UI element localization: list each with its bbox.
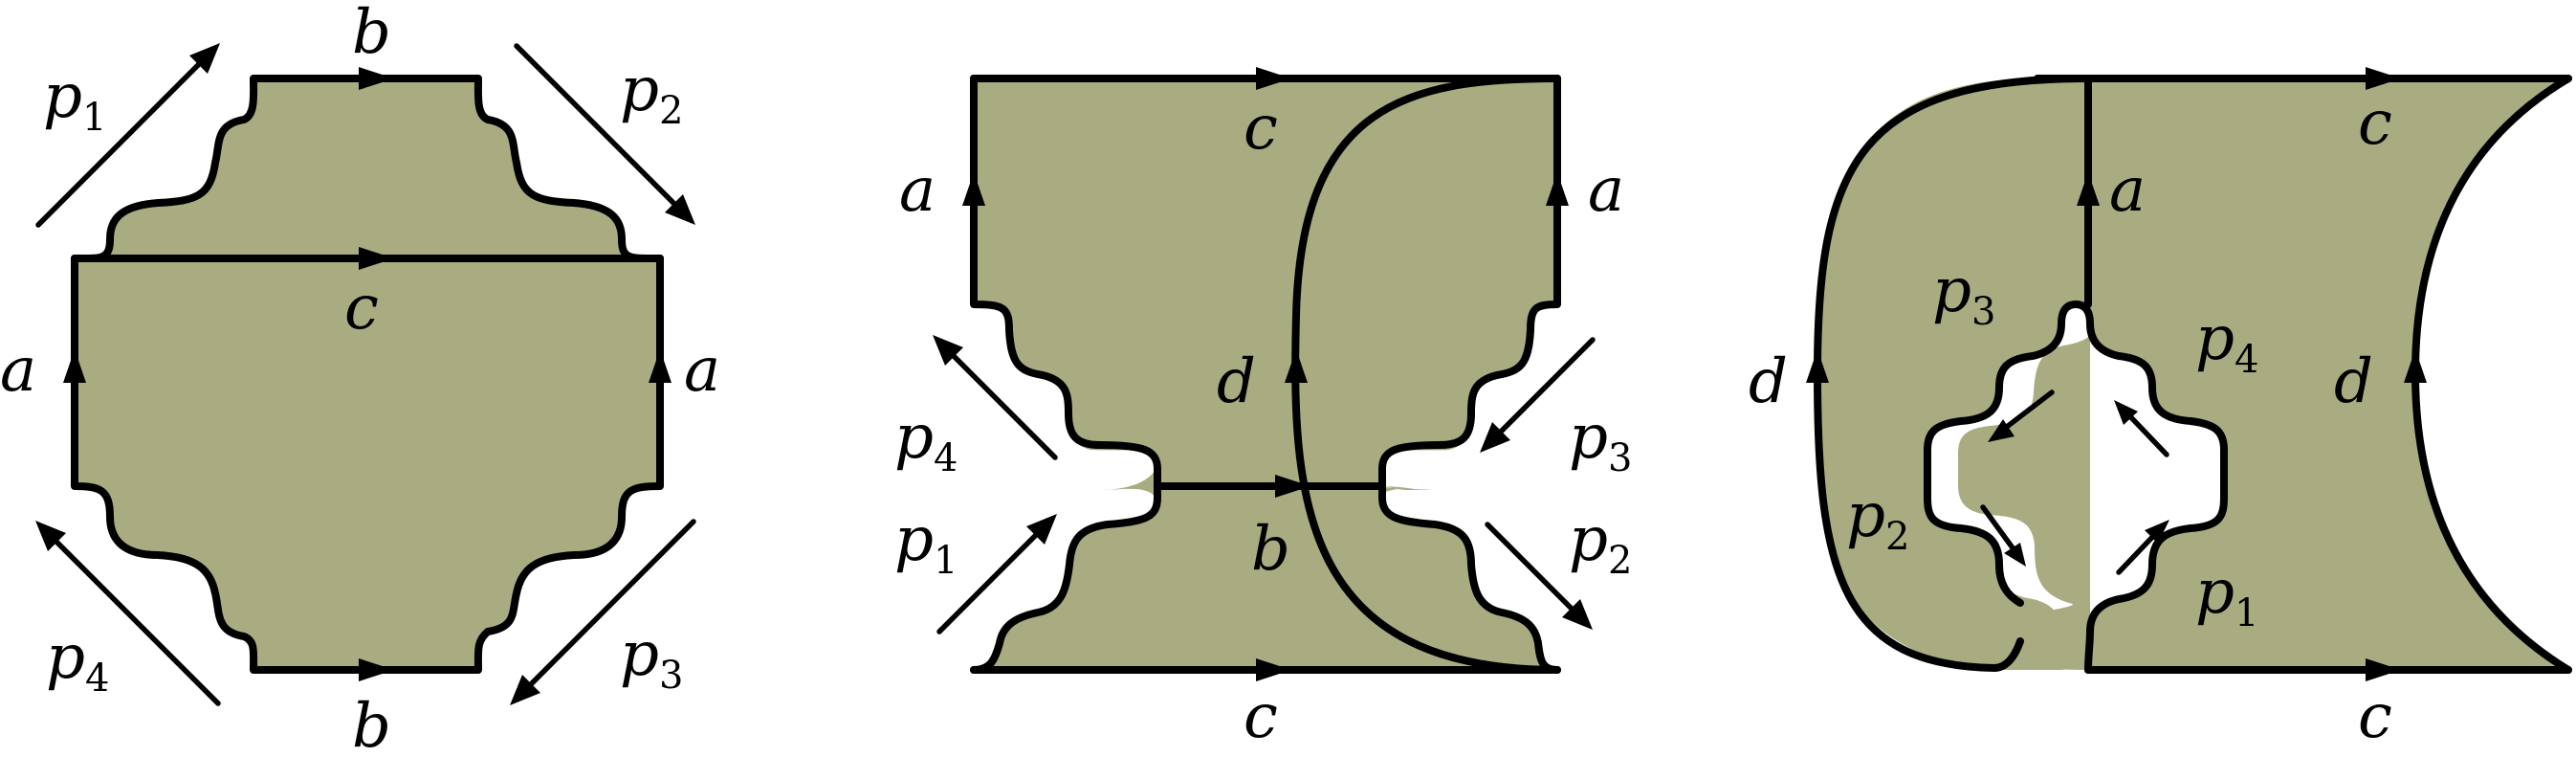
panel-2-label-d: d — [1217, 346, 1256, 417]
panel-3-boundary-left — [1814, 75, 2092, 672]
panel-3-arrow-c-top — [2366, 67, 2401, 90]
panel-1-label-b-top: b — [352, 0, 391, 68]
panel-1-label-b-bottom: b — [352, 691, 391, 757]
panel-2-label-c-top: c — [1244, 93, 1278, 164]
panel-1-arrow-a-left — [63, 349, 86, 383]
panel-1-label-p2: p2 — [620, 55, 683, 133]
panel-1-label-p1: p1 — [43, 61, 106, 140]
panel-2-square: c c a a d b p4 p1 p3 p2 — [894, 67, 1632, 752]
panel-1-arrow-b-bottom — [359, 658, 394, 681]
panel-2-label-p2: p2 — [1569, 504, 1632, 583]
panel-1-label-p4: p4 — [46, 622, 109, 701]
panel-3-arrow-c-bottom — [2366, 658, 2401, 681]
panel-3-label-a: a — [2109, 155, 2146, 226]
panel-2-label-c-bottom: c — [1244, 681, 1278, 752]
panel-2-arrow-a-right — [1546, 172, 1569, 206]
panel-2-label-p4: p4 — [894, 402, 958, 480]
panel-2-label-a-right: a — [1588, 155, 1624, 226]
panel-1-label-a-left: a — [0, 335, 36, 406]
panel-2-arrow-c-top — [1256, 67, 1291, 90]
panel-3-label-p4: p4 — [2195, 303, 2258, 382]
panel-1-label-a-right: a — [684, 335, 720, 406]
panel-3-label-d-left: d — [1749, 346, 1788, 417]
panel-3-label-p3: p3 — [1932, 256, 1995, 334]
panel-3-label-c-top: c — [2358, 88, 2392, 159]
panel-1-region — [75, 78, 660, 670]
panel-1-arrow-a-right — [649, 349, 672, 383]
panel-1-label-p3: p3 — [620, 619, 683, 698]
panel-1-label-c: c — [344, 273, 379, 344]
panel-3-label-p1: p1 — [2195, 557, 2258, 635]
panel-1-puncture-arrows — [35, 43, 696, 706]
panel-2-arrow-c-bottom — [1256, 658, 1291, 681]
panel-2-label-p1: p1 — [894, 504, 958, 583]
panel-3-arrow-a — [2077, 172, 2100, 206]
panel-2-label-b: b — [1251, 514, 1290, 585]
panel-3-label-c-bottom: c — [2358, 681, 2392, 752]
panel-3-arrow-d-right — [2404, 349, 2427, 383]
panel-3-puncture-arrows — [1980, 390, 2169, 575]
panel-2-puncture-arrows — [933, 335, 1596, 635]
panel-2-arrow-b — [1275, 475, 1310, 498]
panel-3-arrow-d-left — [1806, 349, 1829, 383]
panel-2-label-a-left: a — [899, 155, 936, 226]
panel-3-label-p2: p2 — [1846, 480, 1909, 559]
panel-1-arrow-b-top — [359, 67, 394, 90]
panel-3-hole-boundary — [1924, 301, 2228, 674]
panel-1-arrow-c — [359, 247, 394, 270]
panel-3-label-d-right: d — [2334, 346, 2373, 417]
panel-2-arrow-a-left — [962, 172, 985, 206]
panel-1-boundary — [71, 75, 664, 674]
panel-2-edge-d — [1291, 75, 1561, 674]
panel-2-label-p3: p3 — [1569, 402, 1632, 480]
panel-2-arrow-d — [1285, 349, 1308, 383]
panel-1-octagon: b c b a a p1 p2 p3 p4 — [0, 0, 720, 757]
panel-3-annulus: c c a d d p3 p4 p2 p1 — [1749, 67, 2572, 752]
